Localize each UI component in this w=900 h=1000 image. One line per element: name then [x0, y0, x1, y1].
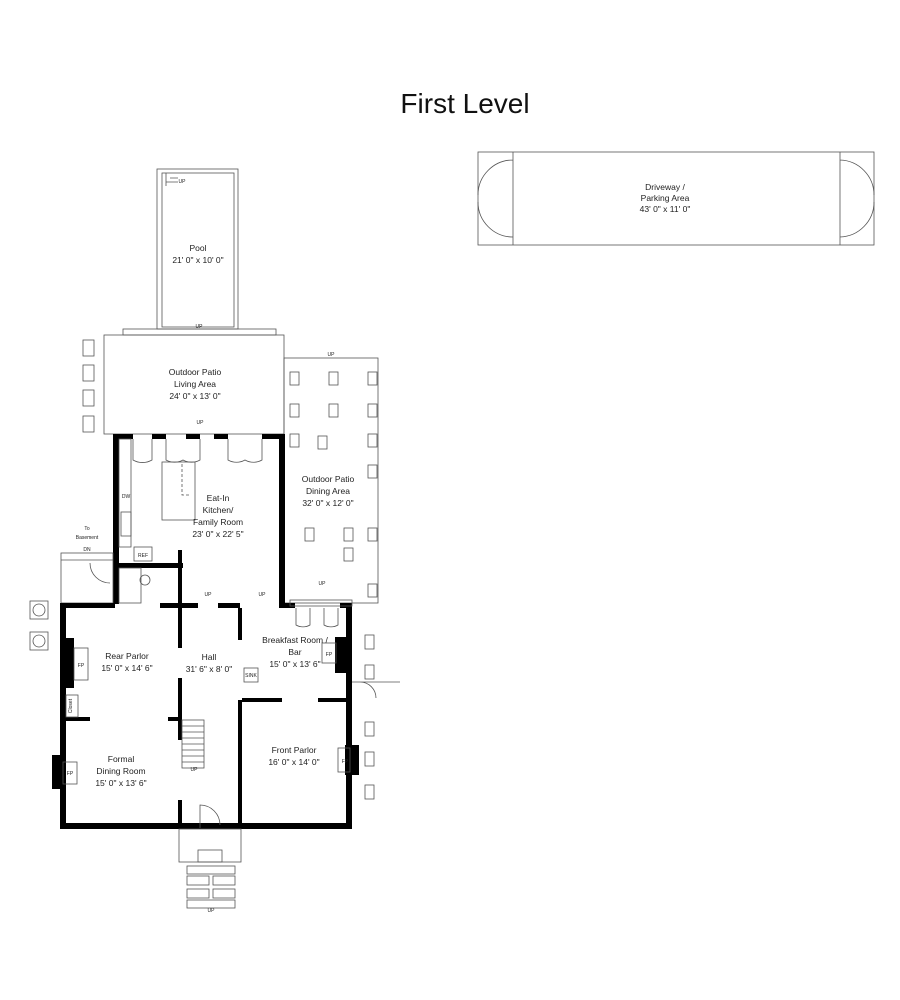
- breakfast-room-label: Breakfast Room /: [262, 635, 328, 645]
- svg-text:UP: UP: [179, 179, 187, 185]
- svg-text:REF: REF: [138, 553, 148, 559]
- basement-stair: To Basement DN: [60, 526, 114, 604]
- svg-text:FP: FP: [342, 759, 349, 765]
- pool: UP Pool 21' 0" x 10' 0" UP: [122, 168, 277, 336]
- svg-text:UP: UP: [259, 592, 267, 598]
- svg-text:FP: FP: [78, 663, 85, 669]
- svg-text:Dining Room: Dining Room: [96, 766, 145, 776]
- svg-text:15' 0" x 13' 6": 15' 0" x 13' 6": [269, 659, 320, 669]
- svg-text:UP: UP: [319, 581, 327, 587]
- svg-text:Bar: Bar: [288, 647, 301, 657]
- svg-text:Driveway /: Driveway /: [645, 182, 685, 192]
- svg-text:UP: UP: [196, 324, 204, 330]
- svg-text:Basement: Basement: [76, 535, 99, 541]
- kitchen: DW REF Eat-In Kitchen/ Family Room 23' 0…: [113, 434, 285, 605]
- svg-text:Dining Area: Dining Area: [306, 486, 350, 496]
- svg-text:UP: UP: [191, 767, 199, 773]
- svg-text:32' 0" x 12' 0": 32' 0" x 12' 0": [302, 498, 353, 508]
- front-parlor-label: Front Parlor: [272, 745, 317, 755]
- svg-text:43' 0" x 11' 0": 43' 0" x 11' 0": [640, 204, 691, 214]
- svg-text:15' 0" x 14' 6": 15' 0" x 14' 6": [101, 663, 152, 673]
- svg-text:UP: UP: [197, 420, 205, 426]
- rear-parlor-label: Rear Parlor: [105, 651, 149, 661]
- outdoor-patio-living: Outdoor Patio Living Area 24' 0" x 13' 0…: [82, 334, 285, 435]
- driveway: Driveway / Parking Area 43' 0" x 11' 0": [477, 151, 875, 246]
- svg-text:SINK: SINK: [245, 673, 257, 679]
- svg-text:21' 0" x 10' 0": 21' 0" x 10' 0": [172, 255, 223, 265]
- svg-text:Outdoor Patio: Outdoor Patio: [169, 367, 222, 377]
- svg-text:FP: FP: [326, 652, 333, 658]
- svg-text:24' 0" x 13' 0": 24' 0" x 13' 0": [169, 391, 220, 401]
- svg-text:UP: UP: [205, 592, 213, 598]
- svg-text:Family Room: Family Room: [193, 517, 243, 527]
- svg-text:Pool: Pool: [189, 243, 206, 253]
- svg-text:FP: FP: [67, 771, 74, 777]
- svg-text:DW: DW: [122, 494, 131, 500]
- svg-text:23' 0" x 22' 5": 23' 0" x 22' 5": [192, 529, 243, 539]
- hall-label: Hall: [202, 652, 217, 662]
- svg-text:Living Area: Living Area: [174, 379, 216, 389]
- svg-text:UP: UP: [328, 352, 336, 358]
- svg-text:15' 0" x 13' 6": 15' 0" x 13' 6": [95, 778, 146, 788]
- svg-text:Parking Area: Parking Area: [641, 193, 690, 203]
- svg-text:DN: DN: [83, 547, 91, 553]
- svg-text:31' 6" x 8' 0": 31' 6" x 8' 0": [186, 664, 233, 674]
- svg-text:Eat-In: Eat-In: [207, 493, 230, 503]
- svg-text:Outdoor Patio: Outdoor Patio: [302, 474, 355, 484]
- outdoor-patio-dining: UP Outdoor Patio Dining Area 32' 0" x 12…: [283, 352, 379, 604]
- svg-text:Closet: Closet: [68, 698, 74, 713]
- svg-text:UP: UP: [208, 908, 216, 914]
- main-house: FP FP FP FP Closet UP SINK UP: [29, 581, 400, 914]
- page-title: First Level: [400, 88, 530, 119]
- svg-text:Kitchen/: Kitchen/: [203, 505, 234, 515]
- svg-text:16' 0" x 14' 0": 16' 0" x 14' 0": [268, 757, 319, 767]
- formal-dining-label: Formal: [108, 754, 135, 764]
- svg-text:To: To: [84, 526, 90, 532]
